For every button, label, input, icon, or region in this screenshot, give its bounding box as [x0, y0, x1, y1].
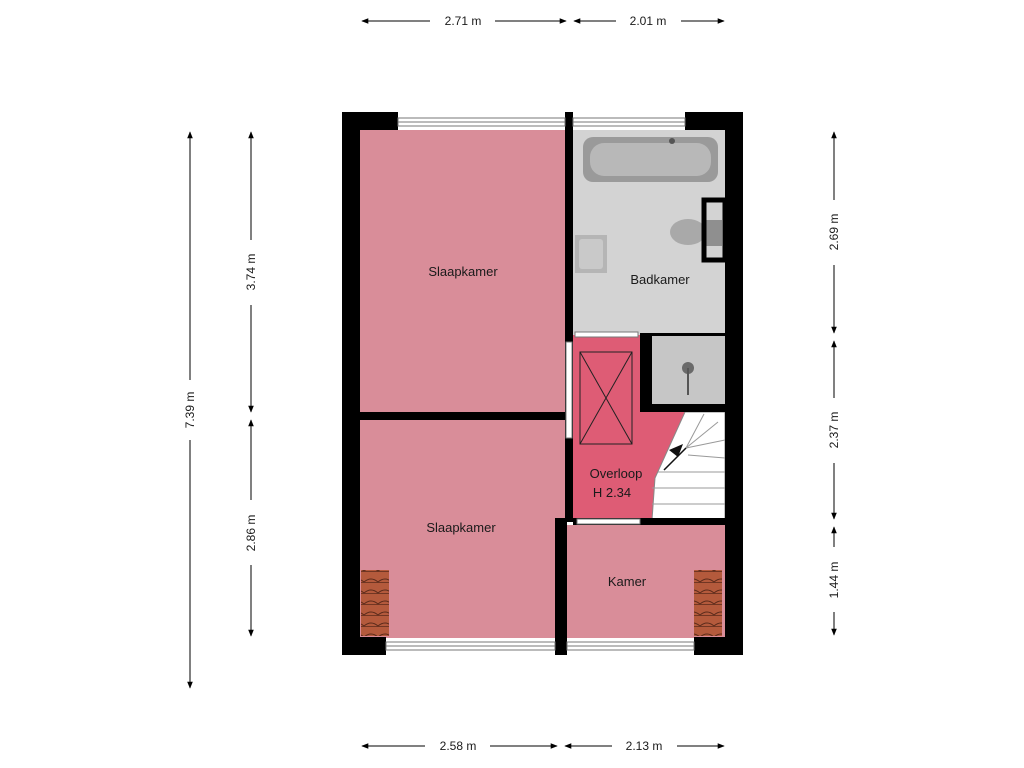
shower-tray [652, 335, 725, 405]
dim-right-3: 1.44 m [827, 562, 841, 599]
label-badkamer: Badkamer [630, 272, 690, 287]
dim-right-2: 2.37 m [827, 412, 841, 449]
floor-slaapkamer-top [360, 130, 570, 415]
attic-hatch [579, 351, 633, 445]
bathtub [583, 137, 718, 182]
walls [342, 112, 743, 655]
floor-overloop [573, 335, 685, 520]
label-slaapkamer-bottom: Slaapkamer [426, 520, 496, 535]
dimension-top: 2.71 m 2.01 m [361, 14, 725, 28]
roof-tiles-left [361, 570, 389, 636]
toilet [670, 219, 722, 246]
dimension-left-inner: 3.74 m 2.86 m [244, 131, 258, 637]
label-slaapkamer-top: Slaapkamer [428, 264, 498, 279]
roof-tiles-right [694, 570, 722, 636]
dim-left-total: 7.39 m [183, 392, 197, 429]
door-openings [565, 331, 641, 525]
stair-direction-arrow [663, 447, 687, 471]
windows [385, 117, 695, 651]
dim-bottom-2: 2.13 m [626, 739, 663, 753]
label-overloop: Overloop [590, 466, 643, 481]
floor-slaapkamer-bottom [360, 420, 565, 638]
dim-right-1: 2.69 m [827, 214, 841, 251]
dim-left-inner-2: 2.86 m [244, 515, 258, 552]
washbasin [575, 235, 607, 273]
dimension-right: 2.69 m 2.37 m 1.44 m [827, 131, 841, 636]
dim-top-2: 2.01 m [630, 14, 667, 28]
dim-top-1: 2.71 m [445, 14, 482, 28]
dimension-left-total: 7.39 m [183, 131, 197, 689]
dim-bottom-1: 2.58 m [440, 739, 477, 753]
label-kamer: Kamer [608, 574, 647, 589]
dimension-bottom: 2.58 m 2.13 m [361, 739, 725, 753]
label-overloop-height: H 2.34 [593, 485, 631, 500]
dim-left-inner-1: 3.74 m [244, 254, 258, 291]
